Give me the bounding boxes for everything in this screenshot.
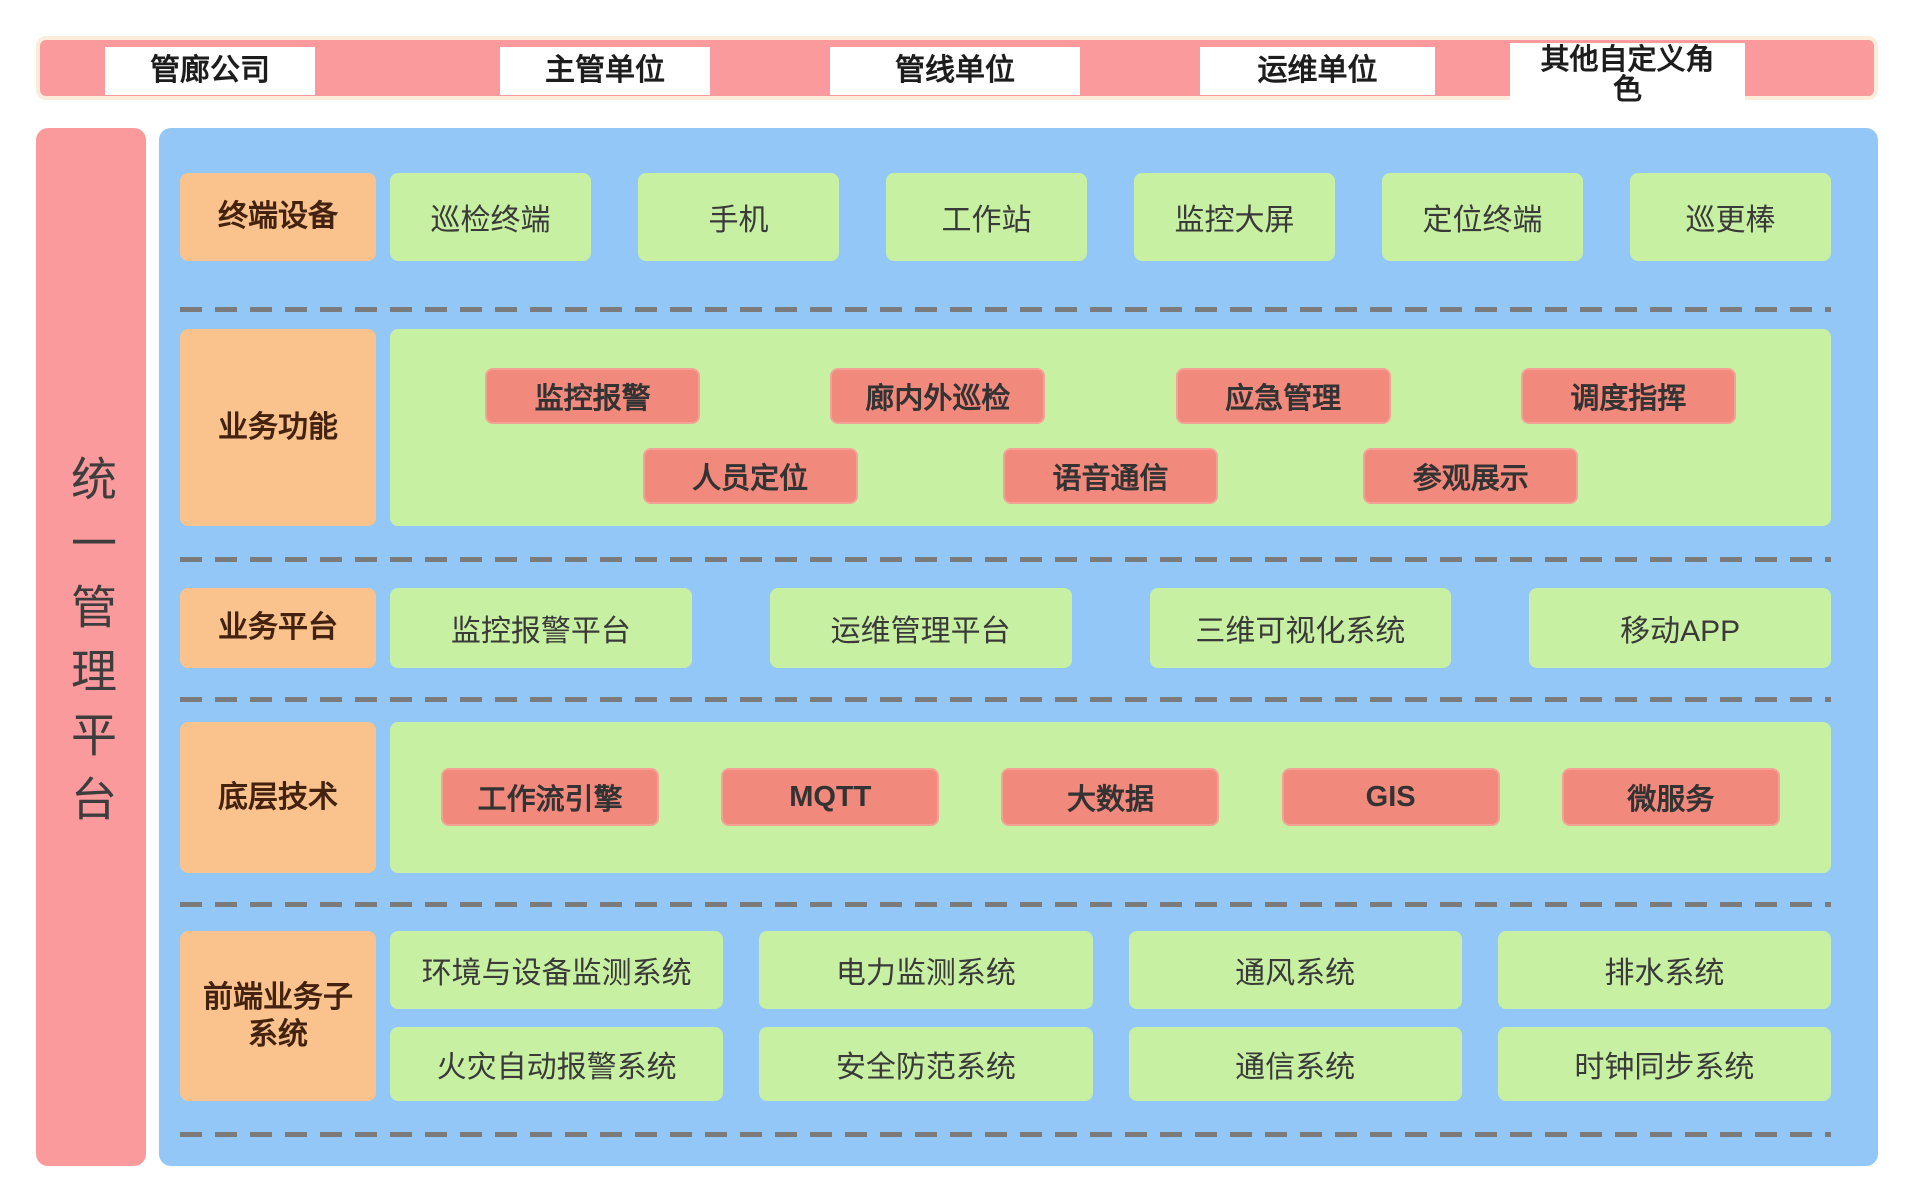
- function-chip-voice-communication: 语音通信: [1002, 448, 1218, 504]
- tech-chip-row: 工作流引擎 MQTT 大数据 GIS 微服务: [390, 768, 1831, 826]
- tech-chip-workflow-engine: 工作流引擎: [441, 768, 660, 826]
- subsystem-box-power-monitoring: 电力监测系统: [759, 931, 1093, 1009]
- layer-row-terminal-devices: 终端设备 巡检终端 手机 工作站 监控大屏 定位终端 巡更棒: [180, 173, 1831, 261]
- platform-box-3d-visualization: 三维可视化系统: [1149, 588, 1452, 668]
- platform-box-monitoring-alarm: 监控报警平台: [390, 588, 692, 668]
- function-chip-emergency-management: 应急管理: [1175, 368, 1391, 424]
- tech-chip-gis: GIS: [1281, 768, 1500, 826]
- terminal-devices-boxes: 巡检终端 手机 工作站 监控大屏 定位终端 巡更棒: [390, 173, 1831, 261]
- subsystem-box-drainage: 排水系统: [1497, 931, 1831, 1009]
- role-box-pipeline-unit: 管线单位: [830, 47, 1080, 95]
- role-banner: 管廊公司 主管单位 管线单位 运维单位 其他自定义角 色: [36, 36, 1878, 108]
- device-box-inspection-terminal: 巡检终端: [390, 173, 591, 261]
- tech-chip-mqtt: MQTT: [721, 768, 940, 826]
- layer-row-business-functions: 业务功能 监控报警 廊内外巡检 应急管理 调度指挥 人员定位 语音通信 参观展示: [180, 329, 1831, 526]
- function-chip-visit-exhibition: 参观展示: [1363, 448, 1579, 504]
- layer-row-frontend-subsystems: 前端业务子 系统 环境与设备监测系统 电力监测系统 通风系统 排水系统 火灾自动…: [180, 931, 1831, 1101]
- subsystem-box-environment-equipment-monitoring: 环境与设备监测系统: [390, 931, 724, 1009]
- role-box-custom-role: 其他自定义角 色: [1510, 43, 1745, 108]
- function-chip-corridor-inspection: 廊内外巡检: [830, 368, 1046, 424]
- function-chip-monitoring-alarm: 监控报警: [485, 368, 701, 424]
- layer-label-business-platforms: 业务平台: [180, 588, 376, 668]
- subsystem-box-communication: 通信系统: [1128, 1027, 1462, 1101]
- dashed-separator-3: [180, 697, 1831, 702]
- function-chip-dispatch-command: 调度指挥: [1520, 368, 1736, 424]
- platform-box-mobile-app: 移动APP: [1529, 588, 1831, 668]
- dashed-separator-5: [180, 1132, 1831, 1137]
- layer-label-business-functions: 业务功能: [180, 329, 376, 526]
- subsystem-box-fire-alarm: 火灾自动报警系统: [390, 1027, 724, 1101]
- role-box-pipe-corridor-company: 管廊公司: [105, 47, 315, 95]
- layer-label-frontend-subsystems: 前端业务子 系统: [180, 931, 376, 1101]
- layer-row-base-technology: 底层技术 工作流引擎 MQTT 大数据 GIS 微服务: [180, 722, 1831, 873]
- device-box-positioning-terminal: 定位终端: [1382, 173, 1583, 261]
- platform-box-operations-management: 运维管理平台: [769, 588, 1072, 668]
- unified-platform-bar: 统一管理平台: [36, 128, 146, 1166]
- subsystem-box-clock-sync: 时钟同步系统: [1497, 1027, 1831, 1101]
- base-technology-panel: 工作流引擎 MQTT 大数据 GIS 微服务: [390, 722, 1831, 873]
- subsystem-box-security: 安全防范系统: [759, 1027, 1093, 1101]
- layer-row-business-platforms: 业务平台 监控报警平台 运维管理平台 三维可视化系统 移动APP: [180, 588, 1831, 668]
- platform-main-panel: 终端设备 巡检终端 手机 工作站 监控大屏 定位终端 巡更棒 业务功能 监控报警…: [159, 128, 1878, 1166]
- role-box-operations-unit: 运维单位: [1200, 47, 1435, 95]
- function-chip-personnel-positioning: 人员定位: [642, 448, 858, 504]
- functions-chip-row-bottom: 人员定位 语音通信 参观展示: [390, 448, 1831, 504]
- dashed-separator-2: [180, 557, 1831, 562]
- device-box-mobile-phone: 手机: [638, 173, 839, 261]
- frontend-subsystem-boxes: 环境与设备监测系统 电力监测系统 通风系统 排水系统 火灾自动报警系统 安全防范…: [390, 931, 1831, 1101]
- subsystem-box-ventilation: 通风系统: [1128, 931, 1462, 1009]
- device-box-workstation: 工作站: [886, 173, 1087, 261]
- layer-label-terminal-devices: 终端设备: [180, 173, 376, 261]
- functions-chip-row-top: 监控报警 廊内外巡检 应急管理 调度指挥: [390, 368, 1831, 424]
- dashed-separator-1: [180, 307, 1831, 312]
- device-box-monitoring-wall: 监控大屏: [1134, 173, 1335, 261]
- business-functions-panel: 监控报警 廊内外巡检 应急管理 调度指挥 人员定位 语音通信 参观展示: [390, 329, 1831, 526]
- role-box-supervising-unit: 主管单位: [500, 47, 710, 95]
- tech-chip-microservices: 微服务: [1561, 768, 1780, 826]
- tech-chip-big-data: 大数据: [1001, 768, 1220, 826]
- unified-platform-title: 统一管理平台: [65, 455, 117, 839]
- layer-label-base-technology: 底层技术: [180, 722, 376, 873]
- device-box-patrol-stick: 巡更棒: [1630, 173, 1831, 261]
- business-platform-boxes: 监控报警平台 运维管理平台 三维可视化系统 移动APP: [390, 588, 1831, 668]
- dashed-separator-4: [180, 902, 1831, 907]
